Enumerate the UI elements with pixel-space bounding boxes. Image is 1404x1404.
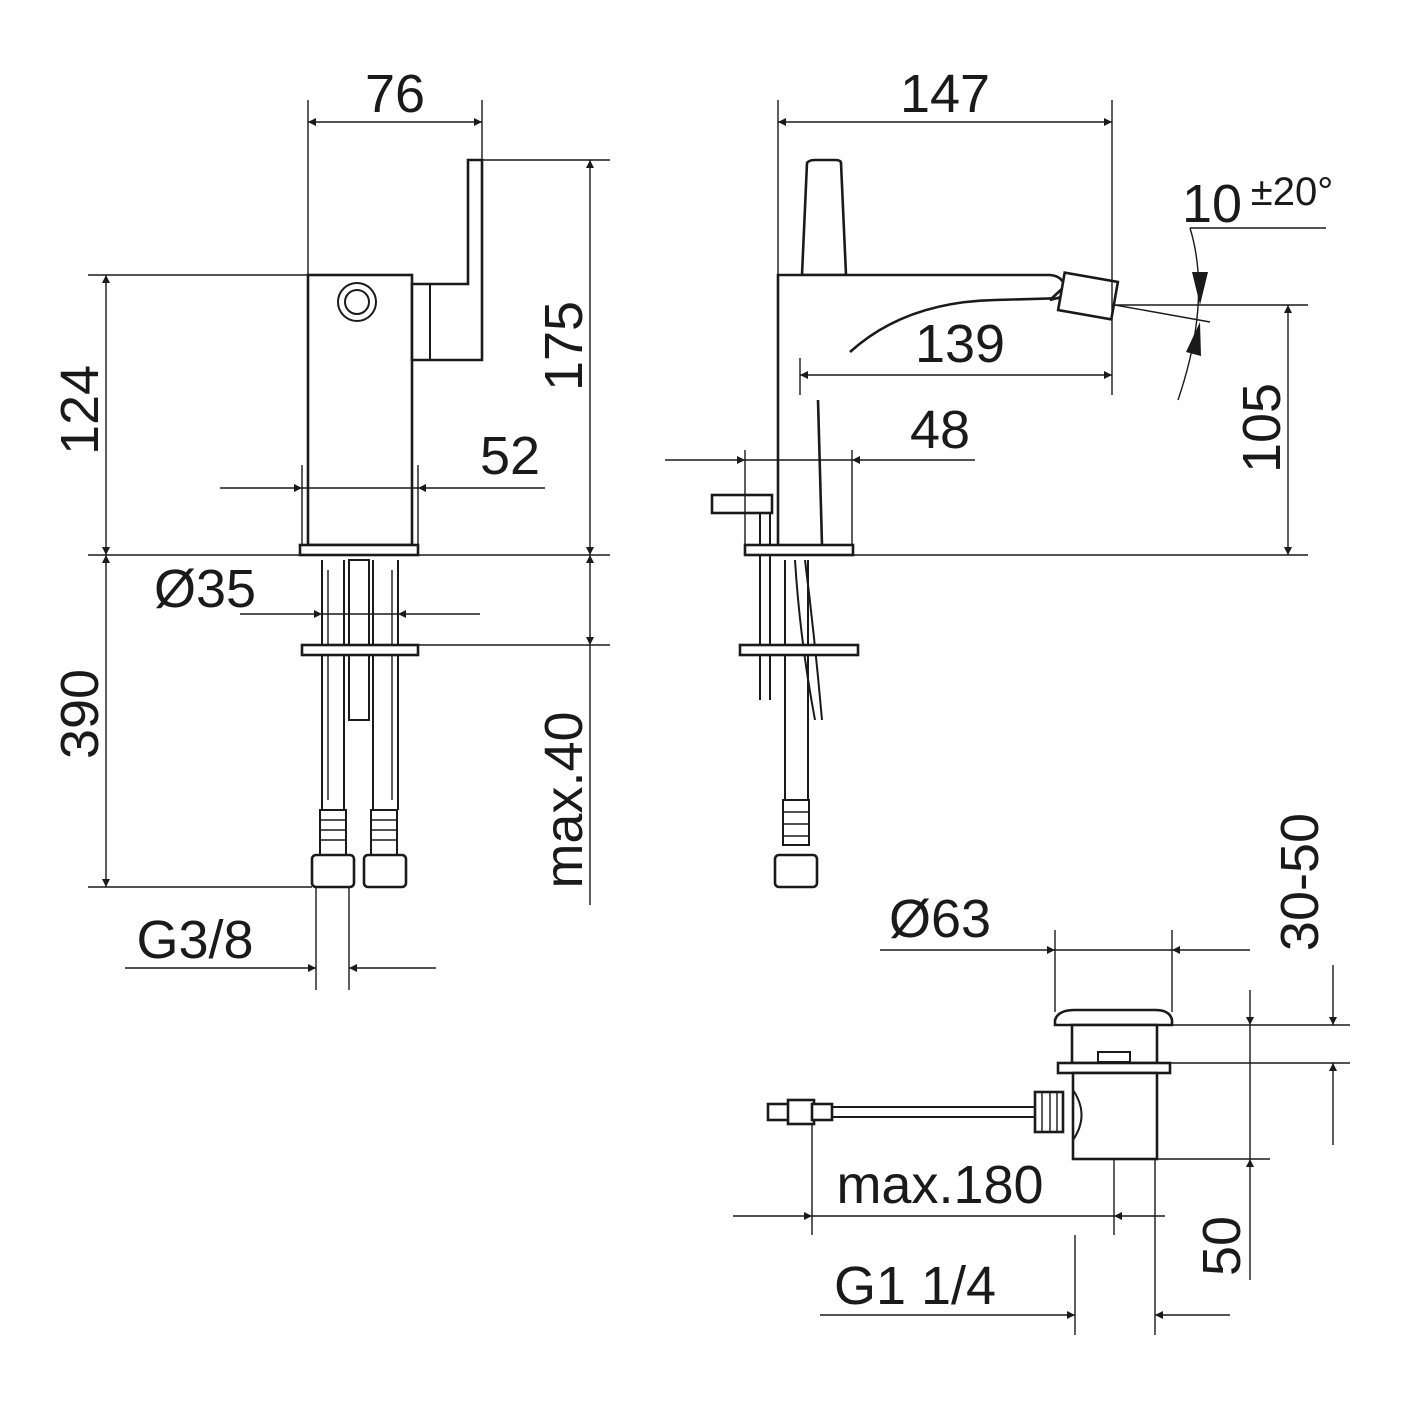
dim-drain-thread: G1 1/4 xyxy=(834,1256,996,1316)
dim-lever-height: 175 xyxy=(534,301,594,391)
dim-front-height: 124 xyxy=(50,365,110,455)
dim-connection-thread: G3/8 xyxy=(136,910,253,970)
dim-max-thickness: max.40 xyxy=(534,711,594,888)
dim-swivel-tolerance: ±20° xyxy=(1251,170,1333,214)
side-dimensions: 147 139 48 105 10 ±20° xyxy=(665,64,1333,556)
dim-spout-diameter: 52 xyxy=(480,426,540,486)
dim-hose-length: 390 xyxy=(50,669,110,759)
dim-outlet-height: 105 xyxy=(1232,383,1292,473)
side-view xyxy=(710,158,1120,889)
front-view xyxy=(298,158,484,889)
dim-front-width: 76 xyxy=(365,64,425,124)
drain-view xyxy=(766,1008,1174,1161)
dim-drain-diameter: Ø63 xyxy=(889,889,991,949)
dim-side-width: 147 xyxy=(900,64,990,124)
dim-drain-depth: 50 xyxy=(1192,1216,1252,1276)
dim-rod-length: max.180 xyxy=(836,1155,1043,1215)
dim-drain-range: 30-50 xyxy=(1270,813,1330,951)
dim-hole-diameter: Ø35 xyxy=(154,559,256,619)
drain-dimensions: Ø63 30-50 50 max.180 G1 1/4 xyxy=(733,813,1350,1335)
dim-spout-reach: 139 xyxy=(915,314,1005,374)
dim-lever-offset: 48 xyxy=(910,400,970,460)
front-dimensions: 76 124 175 52 Ø35 390 max.40 xyxy=(50,64,610,990)
dim-swivel-angle: 10 xyxy=(1182,174,1242,234)
